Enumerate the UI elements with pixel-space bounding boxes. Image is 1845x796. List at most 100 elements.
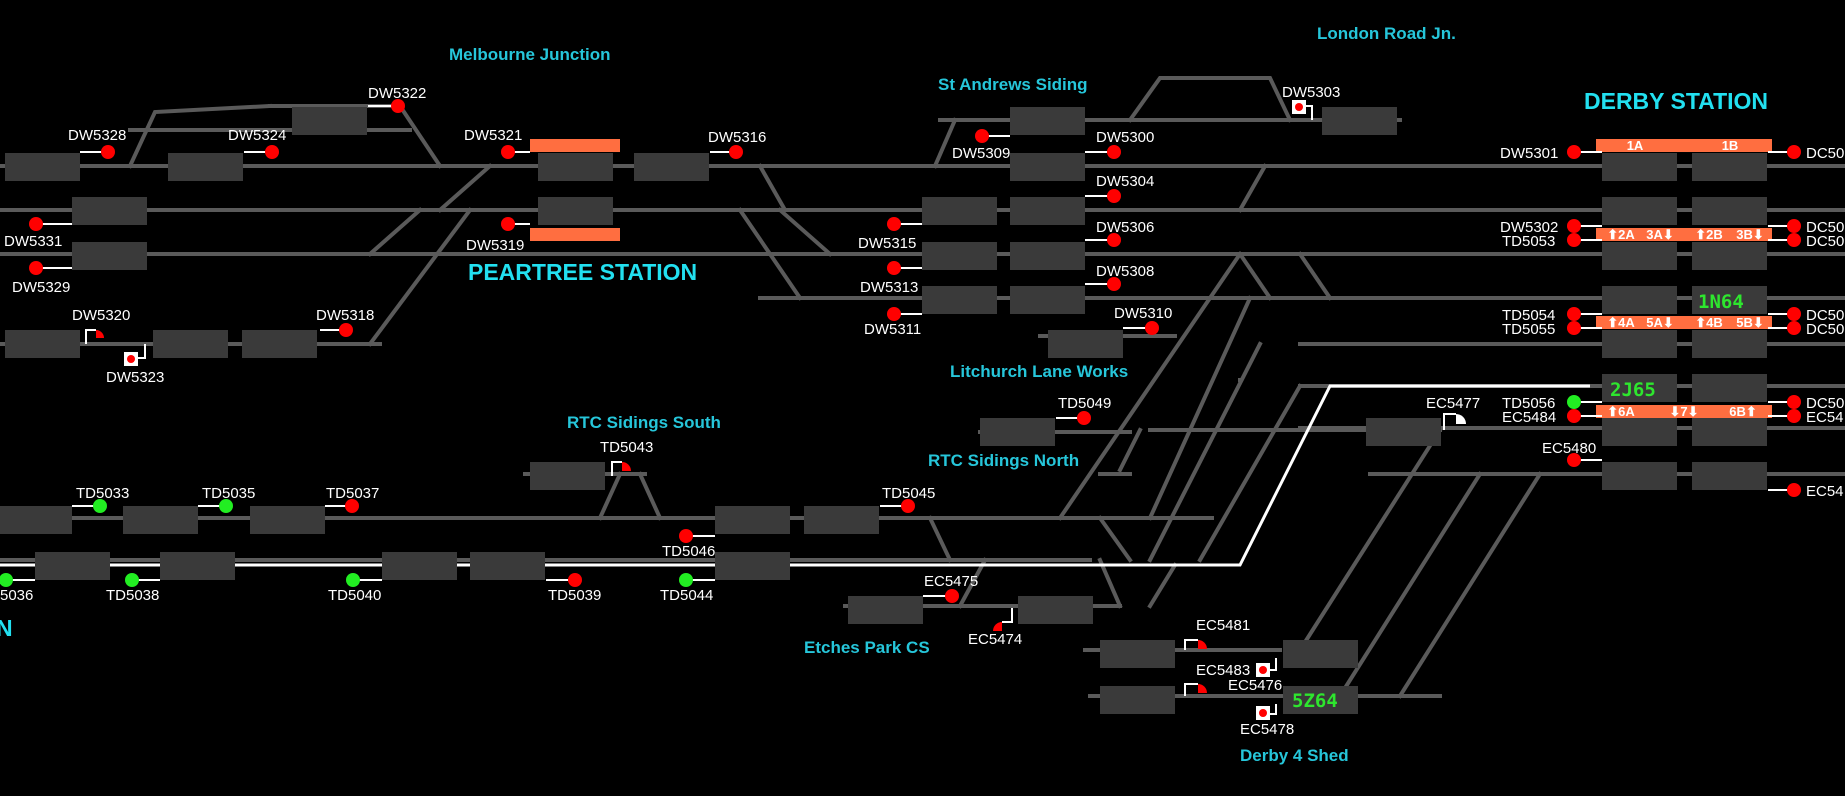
train-id-2j65[interactable]: 2J65: [1610, 379, 1656, 401]
label-litchurch-lane-works: Litchurch Lane Works: [950, 362, 1128, 381]
signal-td5043[interactable]: TD5043: [600, 439, 653, 476]
platforms: 1A 1B ⬆2A 3A⬇ ⬆2B 3B⬇ ⬆4A 5A⬇ ⬆4B 5B⬇ ⬆6…: [530, 138, 1772, 419]
signal-dw5306[interactable]: DW5306: [1085, 219, 1154, 247]
signal-ec54-a[interactable]: EC54: [1768, 409, 1844, 426]
svg-text:DW5315: DW5315: [858, 235, 916, 252]
signal-td5054[interactable]: TD5054: [1502, 307, 1602, 324]
signal-td5037[interactable]: TD5037: [325, 485, 379, 513]
signal-ec5481[interactable]: EC5481: [1184, 617, 1250, 650]
signal-dw5308[interactable]: DW5308: [1085, 263, 1154, 291]
signal-dc50-b[interactable]: DC50: [1768, 219, 1844, 236]
platform-label-6a: ⬆6A: [1607, 404, 1635, 419]
signal-dw5319[interactable]: DW5319: [466, 217, 530, 254]
signal-dc50-e[interactable]: DC50: [1768, 321, 1844, 338]
svg-text:EC54: EC54: [1806, 409, 1844, 426]
signal-dw5302[interactable]: DW5302: [1500, 219, 1602, 236]
signals[interactable]: DW5322 DW5328 DW5324 DW5321 DW5316 DW533…: [0, 84, 1844, 738]
signal-dw5318[interactable]: DW5318: [316, 307, 374, 337]
signal-dw5316[interactable]: DW5316: [708, 129, 766, 159]
signal-td5053[interactable]: TD5053: [1502, 233, 1602, 250]
svg-text:DW5331: DW5331: [4, 233, 62, 250]
label-peartree-station: PEARTREE STATION: [468, 259, 697, 285]
signal-ec54-b[interactable]: EC54: [1768, 483, 1844, 500]
svg-text:DW5316: DW5316: [708, 129, 766, 146]
signal-td5039[interactable]: TD5039: [546, 573, 601, 604]
svg-text:DW5321: DW5321: [464, 127, 522, 144]
svg-text:EC5478: EC5478: [1240, 721, 1294, 738]
signal-td5035[interactable]: TD5035: [198, 485, 255, 513]
signal-ec5474[interactable]: EC5474: [968, 608, 1022, 648]
signal-td5044[interactable]: TD5044: [660, 573, 715, 604]
signal-dw5315[interactable]: DW5315: [858, 217, 922, 252]
svg-text:DW5304: DW5304: [1096, 173, 1154, 190]
signal-dc50-d[interactable]: DC50: [1768, 307, 1844, 324]
signal-ec5478[interactable]: EC5478: [1240, 704, 1294, 738]
train-id-5z64[interactable]: 5Z64: [1292, 690, 1338, 712]
svg-text:DW5323: DW5323: [106, 369, 164, 386]
signal-ec5476[interactable]: EC5476: [1184, 677, 1282, 696]
derby-platform-1: [1596, 139, 1772, 152]
signal-dw5303[interactable]: DW5303: [1282, 84, 1340, 120]
derby-platform-4-5: [1596, 316, 1772, 329]
svg-text:DW5300: DW5300: [1096, 129, 1154, 146]
platform-label-2b: ⬆2B: [1695, 227, 1723, 242]
platform-label-4a: ⬆4A: [1607, 315, 1635, 330]
signal-ec5480[interactable]: EC5480: [1542, 440, 1602, 467]
signal-dw5300[interactable]: DW5300: [1085, 129, 1154, 159]
signal-dc50-c[interactable]: DC50: [1768, 233, 1844, 250]
svg-text:TD5035: TD5035: [202, 485, 255, 502]
signal-dc50-a[interactable]: DC50: [1768, 145, 1844, 162]
platform-label-3b: 3B⬇: [1736, 227, 1764, 242]
signal-dw5310[interactable]: DW5310: [1114, 305, 1172, 335]
signal-ec5475[interactable]: EC5475: [923, 573, 978, 603]
signal-td5045[interactable]: TD5045: [880, 485, 935, 513]
signal-dw5322[interactable]: DW5322: [368, 85, 426, 113]
signal-dw5328[interactable]: DW5328: [68, 127, 126, 159]
signal-dw5329[interactable]: DW5329: [12, 261, 72, 296]
svg-text:DC50: DC50: [1806, 307, 1844, 324]
svg-text:DW5310: DW5310: [1114, 305, 1172, 322]
signal-dw5311[interactable]: DW5311: [864, 307, 922, 338]
signal-ec5484[interactable]: EC5484: [1502, 409, 1602, 426]
svg-text:EC5475: EC5475: [924, 573, 978, 590]
signal-dw5320[interactable]: DW5320: [72, 307, 130, 344]
label-derby-4-shed: Derby 4 Shed: [1240, 746, 1349, 765]
svg-text:DW5308: DW5308: [1096, 263, 1154, 280]
svg-text:DW5329: DW5329: [12, 279, 70, 296]
signal-dw5323[interactable]: DW5323: [106, 344, 164, 386]
signal-td5033[interactable]: TD5033: [72, 485, 129, 513]
platform-label-4b: ⬆4B: [1695, 315, 1723, 330]
signal-td5049[interactable]: TD5049: [1056, 395, 1111, 425]
svg-text:DW5328: DW5328: [68, 127, 126, 144]
signal-td5036[interactable]: 5036: [0, 573, 35, 604]
svg-text:TD5037: TD5037: [326, 485, 379, 502]
svg-text:DW5319: DW5319: [466, 237, 524, 254]
signal-td5038[interactable]: TD5038: [106, 573, 160, 604]
signal-dw5331[interactable]: DW5331: [4, 217, 72, 250]
signal-td5040[interactable]: TD5040: [328, 573, 382, 604]
svg-text:DC50: DC50: [1806, 219, 1844, 236]
label-rtc-sidings-north: RTC Sidings North: [928, 451, 1079, 470]
signal-ec5477[interactable]: EC5477: [1426, 395, 1480, 430]
signal-dw5309[interactable]: DW5309: [952, 129, 1010, 162]
svg-text:TD5055: TD5055: [1502, 321, 1555, 338]
svg-text:TD5033: TD5033: [76, 485, 129, 502]
signal-td5046[interactable]: TD5046: [662, 529, 715, 560]
signal-td5056[interactable]: TD5056: [1502, 395, 1602, 412]
signal-ec5483[interactable]: EC5483: [1196, 658, 1277, 679]
train-id-1n64[interactable]: 1N64: [1698, 291, 1744, 313]
signal-dw5324[interactable]: DW5324: [228, 127, 286, 159]
signal-dc50-f[interactable]: DC50: [1768, 395, 1844, 412]
label-melbourne-junction: Melbourne Junction: [449, 45, 611, 64]
signal-td5055[interactable]: TD5055: [1502, 321, 1602, 338]
berths: [0, 107, 1767, 714]
platform-label-7: ⬇7⬇: [1669, 404, 1698, 419]
svg-text:DW5311: DW5311: [864, 321, 921, 338]
svg-text:TD5039: TD5039: [548, 587, 601, 604]
signal-dw5301[interactable]: DW5301: [1500, 145, 1602, 162]
signal-dw5304[interactable]: DW5304: [1085, 173, 1154, 203]
signal-dw5313[interactable]: DW5313: [860, 261, 922, 296]
platform-label-5a: 5A⬇: [1646, 315, 1674, 330]
signal-dw5321[interactable]: DW5321: [464, 127, 530, 159]
